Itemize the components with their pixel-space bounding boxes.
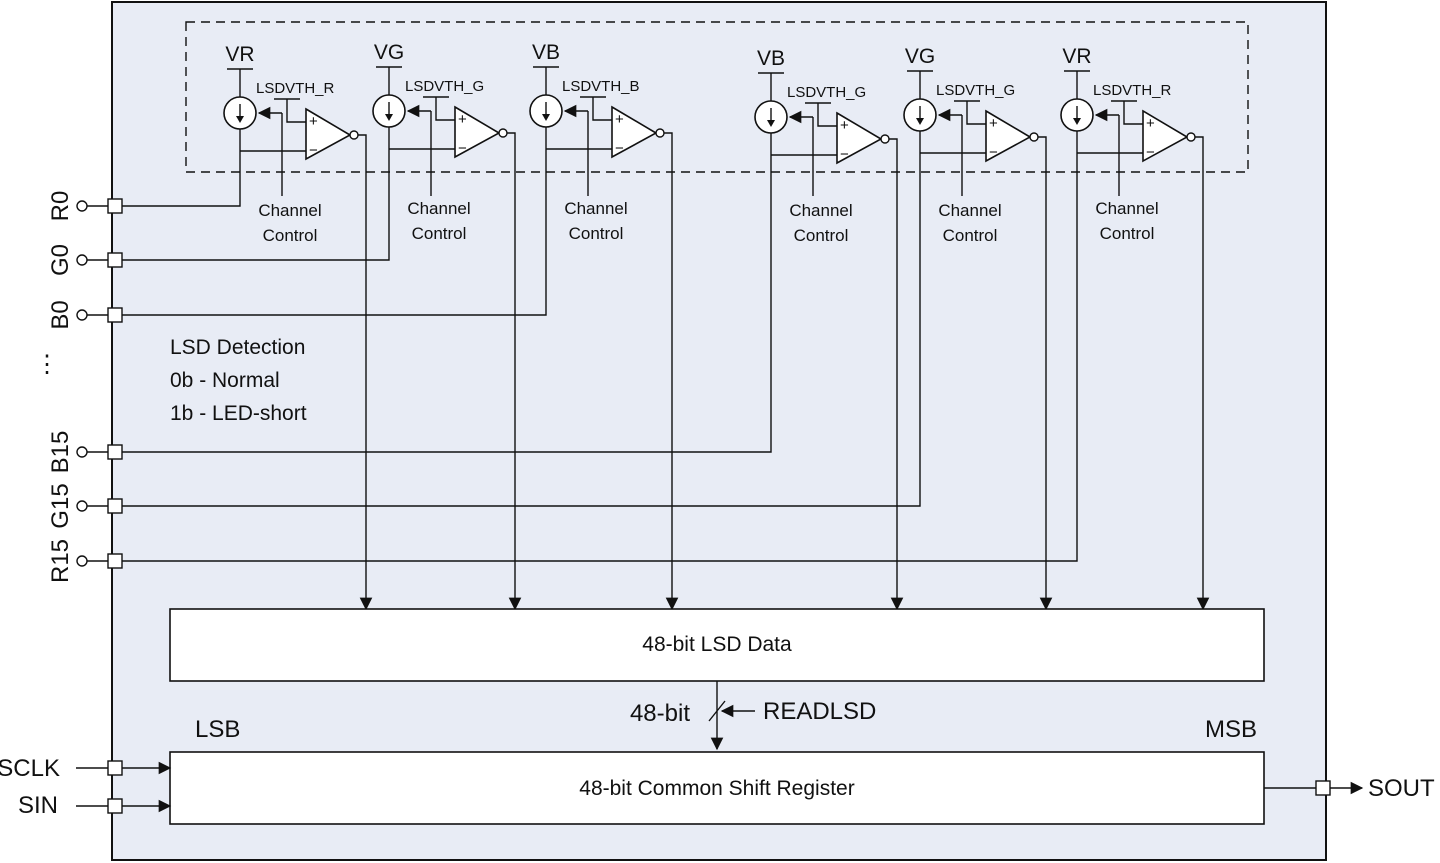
channel-control-label: Control — [263, 226, 318, 245]
pins-ellipsis: ⋮ — [35, 351, 59, 378]
pin-label: R15 — [47, 539, 74, 583]
plus-sign: + — [989, 115, 998, 132]
minus-sign: − — [458, 140, 467, 157]
supply-label: VG — [905, 45, 935, 68]
sout-label: SOUT — [1368, 775, 1435, 802]
channel-control-label: Channel — [789, 201, 852, 220]
bus-48bit: 48-bit READLSD — [630, 681, 876, 751]
pin-g15: G15 — [47, 152, 921, 529]
channel-control-label: Channel — [938, 201, 1001, 220]
lsd-channels: VRLSDVTH_R+−ChannelControlVGLSDVTH_G+−Ch… — [223, 41, 1210, 611]
lsb-label: LSB — [195, 716, 240, 743]
plus-sign: + — [615, 111, 624, 128]
pin-label: B0 — [47, 300, 74, 329]
pin-label: G0 — [47, 244, 74, 276]
minus-sign: − — [840, 146, 849, 163]
pin-label: B15 — [47, 431, 74, 474]
plus-sign: + — [458, 111, 467, 128]
channel-control-label: Control — [794, 226, 849, 245]
plus-sign: + — [309, 113, 318, 130]
lsd-detector-region — [185, 21, 1249, 173]
shift-register-label: 48-bit Common Shift Register — [579, 777, 854, 800]
threshold-label: LSDVTH_G — [405, 78, 484, 95]
pin-b15: B15 — [47, 152, 772, 474]
minus-sign: − — [309, 142, 318, 159]
pin-r15: R15 — [47, 152, 1078, 583]
sin-input: SIN — [18, 792, 172, 819]
channel-control-label: Control — [1100, 224, 1155, 243]
channel-control-label: Channel — [1095, 199, 1158, 218]
legend-title: LSD Detection — [170, 336, 305, 359]
lsd-data-block — [169, 608, 1265, 682]
minus-sign: − — [615, 140, 624, 157]
comparator-icon — [985, 109, 1032, 163]
lsd-data-label: 48-bit LSD Data — [642, 633, 792, 656]
sout-output: SOUT — [1264, 775, 1435, 802]
readlsd-label: READLSD — [763, 698, 876, 725]
pin-b0: B0 — [47, 152, 547, 330]
legend-short: 1b - LED-short — [170, 402, 307, 425]
channel-control-label: Channel — [564, 199, 627, 218]
comparator-icon — [1142, 109, 1189, 163]
plus-sign: + — [840, 117, 849, 134]
supply-label: VR — [225, 43, 254, 66]
threshold-label: LSDVTH_R — [1093, 82, 1172, 99]
comparator-icon — [454, 105, 501, 159]
threshold-label: LSDVTH_G — [787, 84, 866, 101]
threshold-label: LSDVTH_R — [256, 80, 335, 97]
comparator-icon — [836, 111, 883, 165]
pin-r0: R0 — [47, 152, 241, 222]
supply-label: VB — [532, 41, 560, 64]
sin-label: SIN — [18, 792, 58, 819]
legend-normal: 0b - Normal — [170, 369, 280, 392]
pin-label: G15 — [47, 483, 74, 528]
sclk-input: SCLK — [0, 755, 172, 782]
channel-control-label: Control — [943, 226, 998, 245]
threshold-label: LSDVTH_G — [936, 82, 1015, 99]
comparator-icon — [305, 107, 352, 161]
plus-sign: + — [1146, 115, 1155, 132]
msb-label: MSB — [1205, 716, 1257, 743]
minus-sign: − — [989, 144, 998, 161]
channel-control-label: Channel — [407, 199, 470, 218]
supply-label: VR — [1062, 45, 1091, 68]
supply-label: VB — [757, 47, 785, 70]
channel-control-label: Control — [569, 224, 624, 243]
threshold-label: LSDVTH_B — [562, 78, 640, 95]
minus-sign: − — [1146, 144, 1155, 161]
channel-control-label: Control — [412, 224, 467, 243]
pin-label: R0 — [47, 191, 74, 222]
channel-control-label: Channel — [258, 201, 321, 220]
shift-register-block — [169, 751, 1265, 825]
pin-g0: G0 — [47, 152, 390, 276]
supply-label: VG — [374, 41, 404, 64]
legend: LSD Detection 0b - Normal 1b - LED-short — [170, 336, 307, 425]
comparator-icon — [611, 105, 658, 159]
sclk-label: SCLK — [0, 755, 60, 782]
bus-width-label: 48-bit — [630, 700, 690, 727]
